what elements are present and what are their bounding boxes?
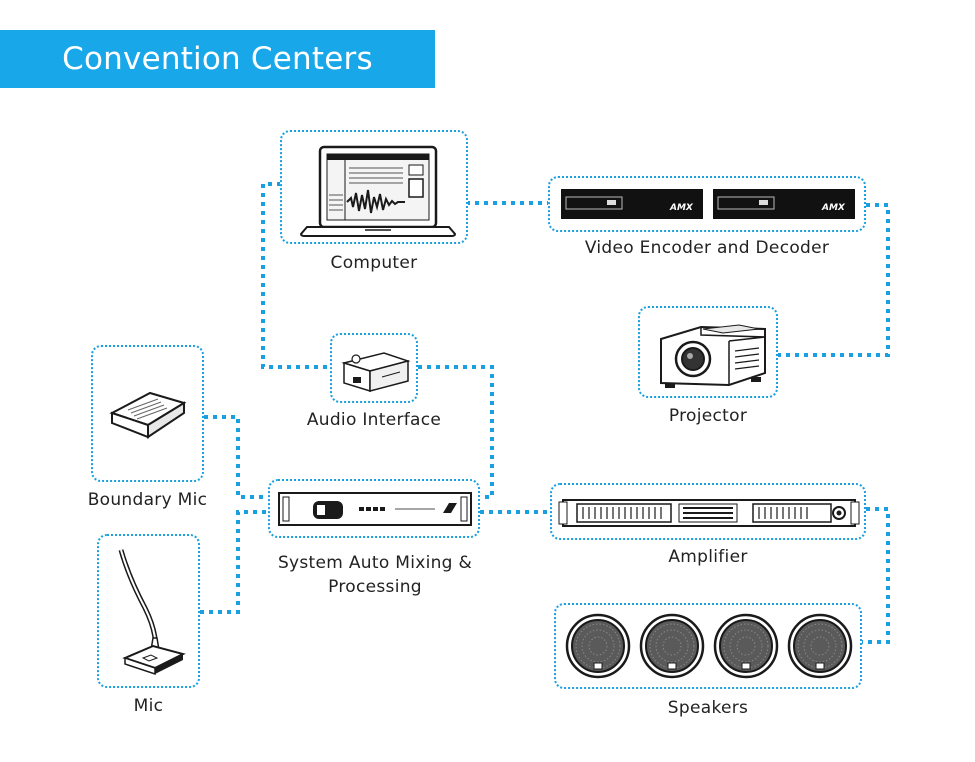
laptop-icon (299, 145, 457, 237)
video-encoder-icon (561, 189, 855, 219)
computer-node[interactable] (280, 130, 468, 244)
projector-label: Projector (668, 406, 748, 426)
boundary-mic-icon (109, 391, 187, 439)
audio-interface-icon (341, 352, 411, 393)
page-title: Convention Centers (62, 41, 373, 77)
projector-node[interactable] (638, 306, 778, 398)
amplifier-rack-icon (558, 499, 860, 527)
mic-label: Mic (133, 696, 164, 716)
video-codec-label: Video Encoder and Decoder (584, 238, 830, 258)
mixer-label-line2: Processing (328, 577, 422, 597)
boundary-mic-node[interactable] (91, 345, 204, 482)
mixer-label: System Auto Mixing & Processing (250, 551, 500, 599)
brand-text-1: AMX (670, 203, 693, 213)
speakers-label: Speakers (667, 698, 749, 718)
speaker-2 (639, 613, 705, 679)
amplifier-label: Amplifier (668, 547, 748, 567)
video-codec-node[interactable]: AMX AMX (548, 176, 866, 232)
computer-label: Computer (330, 253, 418, 273)
gooseneck-mic-icon (118, 549, 186, 676)
speakers-node[interactable] (554, 603, 862, 689)
wire-mic-mixer (200, 510, 268, 614)
brand-text-2: AMX (822, 203, 845, 213)
wire-boundary-mixer (204, 415, 268, 499)
audio-interface-node[interactable] (330, 333, 418, 403)
boundary-mic-label: Boundary Mic (87, 490, 208, 510)
wire-video-projector (778, 203, 890, 357)
audio-interface-label: Audio Interface (306, 410, 442, 430)
mixer-node[interactable] (268, 479, 480, 538)
projector-icon (660, 324, 766, 388)
speaker-1 (565, 613, 631, 679)
amplifier-node[interactable] (550, 483, 866, 540)
mic-node[interactable] (97, 534, 200, 688)
wire-audio-mixer (418, 365, 494, 499)
wire-computer-audio (261, 182, 330, 369)
mixer-label-line1: System Auto Mixing & (277, 553, 473, 573)
wire-amp-speakers (862, 507, 890, 644)
title-banner: Convention Centers (0, 30, 435, 88)
speaker-4 (787, 613, 853, 679)
mixer-rack-icon (278, 492, 472, 526)
speaker-3 (713, 613, 779, 679)
